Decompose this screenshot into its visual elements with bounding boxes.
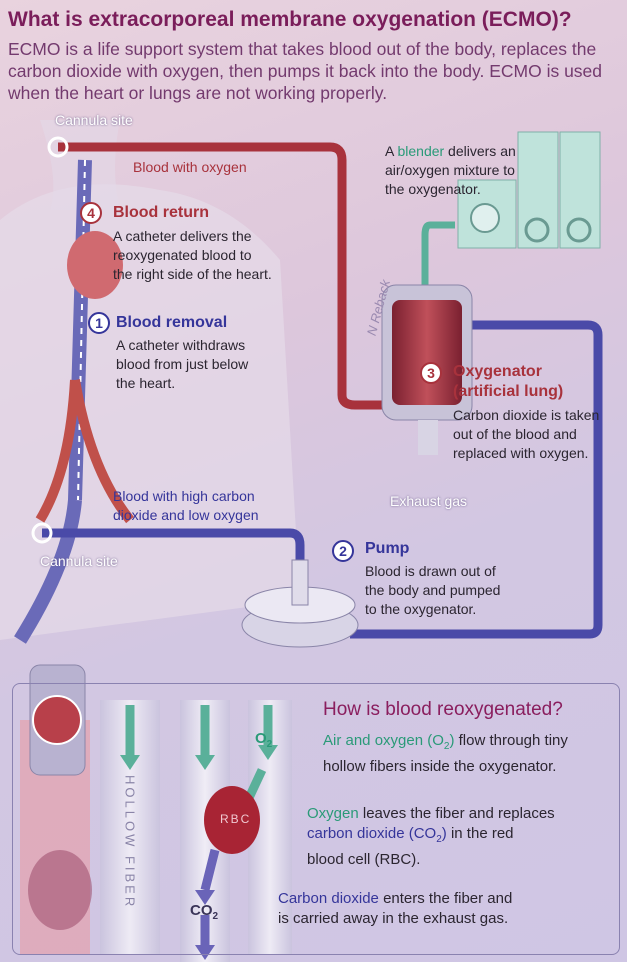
text: Oxygen	[307, 805, 359, 822]
text: A	[385, 143, 398, 159]
text: out of the blood and	[453, 426, 577, 442]
text: Air and oxygen (O2)	[323, 732, 455, 752]
step-1-badge: 1	[88, 312, 110, 334]
reoxygenation-panel	[12, 683, 620, 955]
step-4-title: Blood return	[113, 204, 209, 221]
cannula-site-bottom-label: Cannula site	[40, 553, 118, 569]
step-1-description: A catheter withdraws blood from just belo…	[116, 336, 248, 393]
text: the heart.	[116, 375, 176, 391]
text: Oxygenator	[453, 363, 542, 380]
o2-label: O2	[255, 730, 272, 751]
text: Carbon dioxide	[278, 890, 379, 907]
page-title: What is extracorporeal membrane oxygenat…	[8, 8, 572, 31]
fiber-illustration	[20, 664, 292, 962]
step-3-badge: 3	[420, 362, 442, 384]
reoxygenation-heading: How is blood reoxygenated?	[323, 699, 563, 720]
text: hollow fibers inside the oxygenator.	[323, 758, 557, 775]
oxygenator-device	[381, 284, 473, 455]
reox-step-oxygen: Oxygen leaves the fiber and replaces carb…	[307, 804, 555, 870]
text: to the oxygenator.	[365, 601, 477, 617]
text: Blood is drawn out of	[365, 563, 496, 579]
text: carbon dioxide (CO	[307, 825, 437, 842]
text: A catheter withdraws	[116, 337, 246, 353]
text: Blood with high carbon	[113, 488, 255, 504]
text: Carbon dioxide is taken	[453, 407, 600, 423]
text: leaves the fiber and replaces	[358, 805, 555, 822]
reox-step-air: Air and oxygen (O2) flow through tiny hol…	[323, 731, 568, 777]
pump-device	[241, 559, 359, 648]
text: 2	[443, 741, 450, 752]
text: the oxygenator.	[385, 181, 481, 197]
co2-label: CO2	[190, 902, 218, 923]
text: (artificial lung)	[453, 383, 564, 400]
rbc-label: RBC	[220, 812, 252, 826]
text: air/oxygen mixture to	[385, 162, 515, 178]
text: reoxygenated blood to	[113, 247, 252, 263]
text: delivers an	[444, 143, 516, 159]
oxygenated-tube	[47, 136, 385, 410]
text: flow through tiny	[454, 732, 568, 749]
reox-step-co2: Carbon dioxide enters the fiber and is ca…	[278, 889, 512, 929]
text: blood cell (RBC).	[307, 851, 421, 868]
step-4-description: A catheter delivers the reoxygenated bloo…	[113, 227, 272, 284]
deoxygenated-tube	[31, 320, 603, 639]
step-2-description: Blood is drawn out of the body and pumped…	[365, 562, 500, 619]
text: carbon dioxide (CO2)	[307, 825, 447, 845]
text: the right side of the heart.	[113, 266, 272, 282]
blender-device	[421, 131, 601, 285]
text: replaced with oxygen.	[453, 445, 589, 461]
step-3-title: Oxygenator (artificial lung)	[453, 362, 563, 402]
text: )	[441, 825, 447, 842]
text: )	[449, 732, 455, 749]
blood-with-oxygen-label: Blood with oxygen	[133, 159, 247, 175]
intro-text: ECMO is a life support system that takes…	[8, 39, 603, 103]
text: enters the fiber and	[378, 890, 513, 907]
text: blood from just below	[116, 356, 249, 372]
text: CO	[190, 902, 213, 919]
cannula-site-top-label: Cannula site	[55, 112, 133, 128]
text: O	[255, 730, 267, 747]
text: 2	[266, 739, 273, 750]
text: in the red	[446, 825, 514, 842]
text: is carried away in the exhaust gas.	[278, 910, 509, 927]
deoxygenated-blood-label: Blood with high carbon dioxide and low ox…	[113, 487, 259, 525]
hollow-fiber-label: HOLLOW FIBER	[122, 775, 138, 910]
exhaust-gas-label: Exhaust gas	[390, 493, 468, 509]
step-2-badge: 2	[332, 540, 354, 562]
text: the body and pumped	[365, 582, 501, 598]
step-4-badge: 4	[80, 202, 102, 224]
step-2-title: Pump	[365, 540, 410, 557]
step-1-title: Blood removal	[116, 314, 228, 331]
text: 2	[436, 834, 442, 845]
text: Air and oxygen (O	[323, 732, 444, 749]
text: 2	[212, 911, 219, 922]
step-3-description: Carbon dioxide is taken out of the blood …	[453, 406, 599, 463]
text: A catheter delivers the	[113, 228, 252, 244]
text: dioxide and low oxygen	[113, 507, 259, 523]
blender-term: blender	[397, 143, 445, 159]
blender-description: A blender delivers an air/oxygen mixture…	[385, 142, 516, 199]
